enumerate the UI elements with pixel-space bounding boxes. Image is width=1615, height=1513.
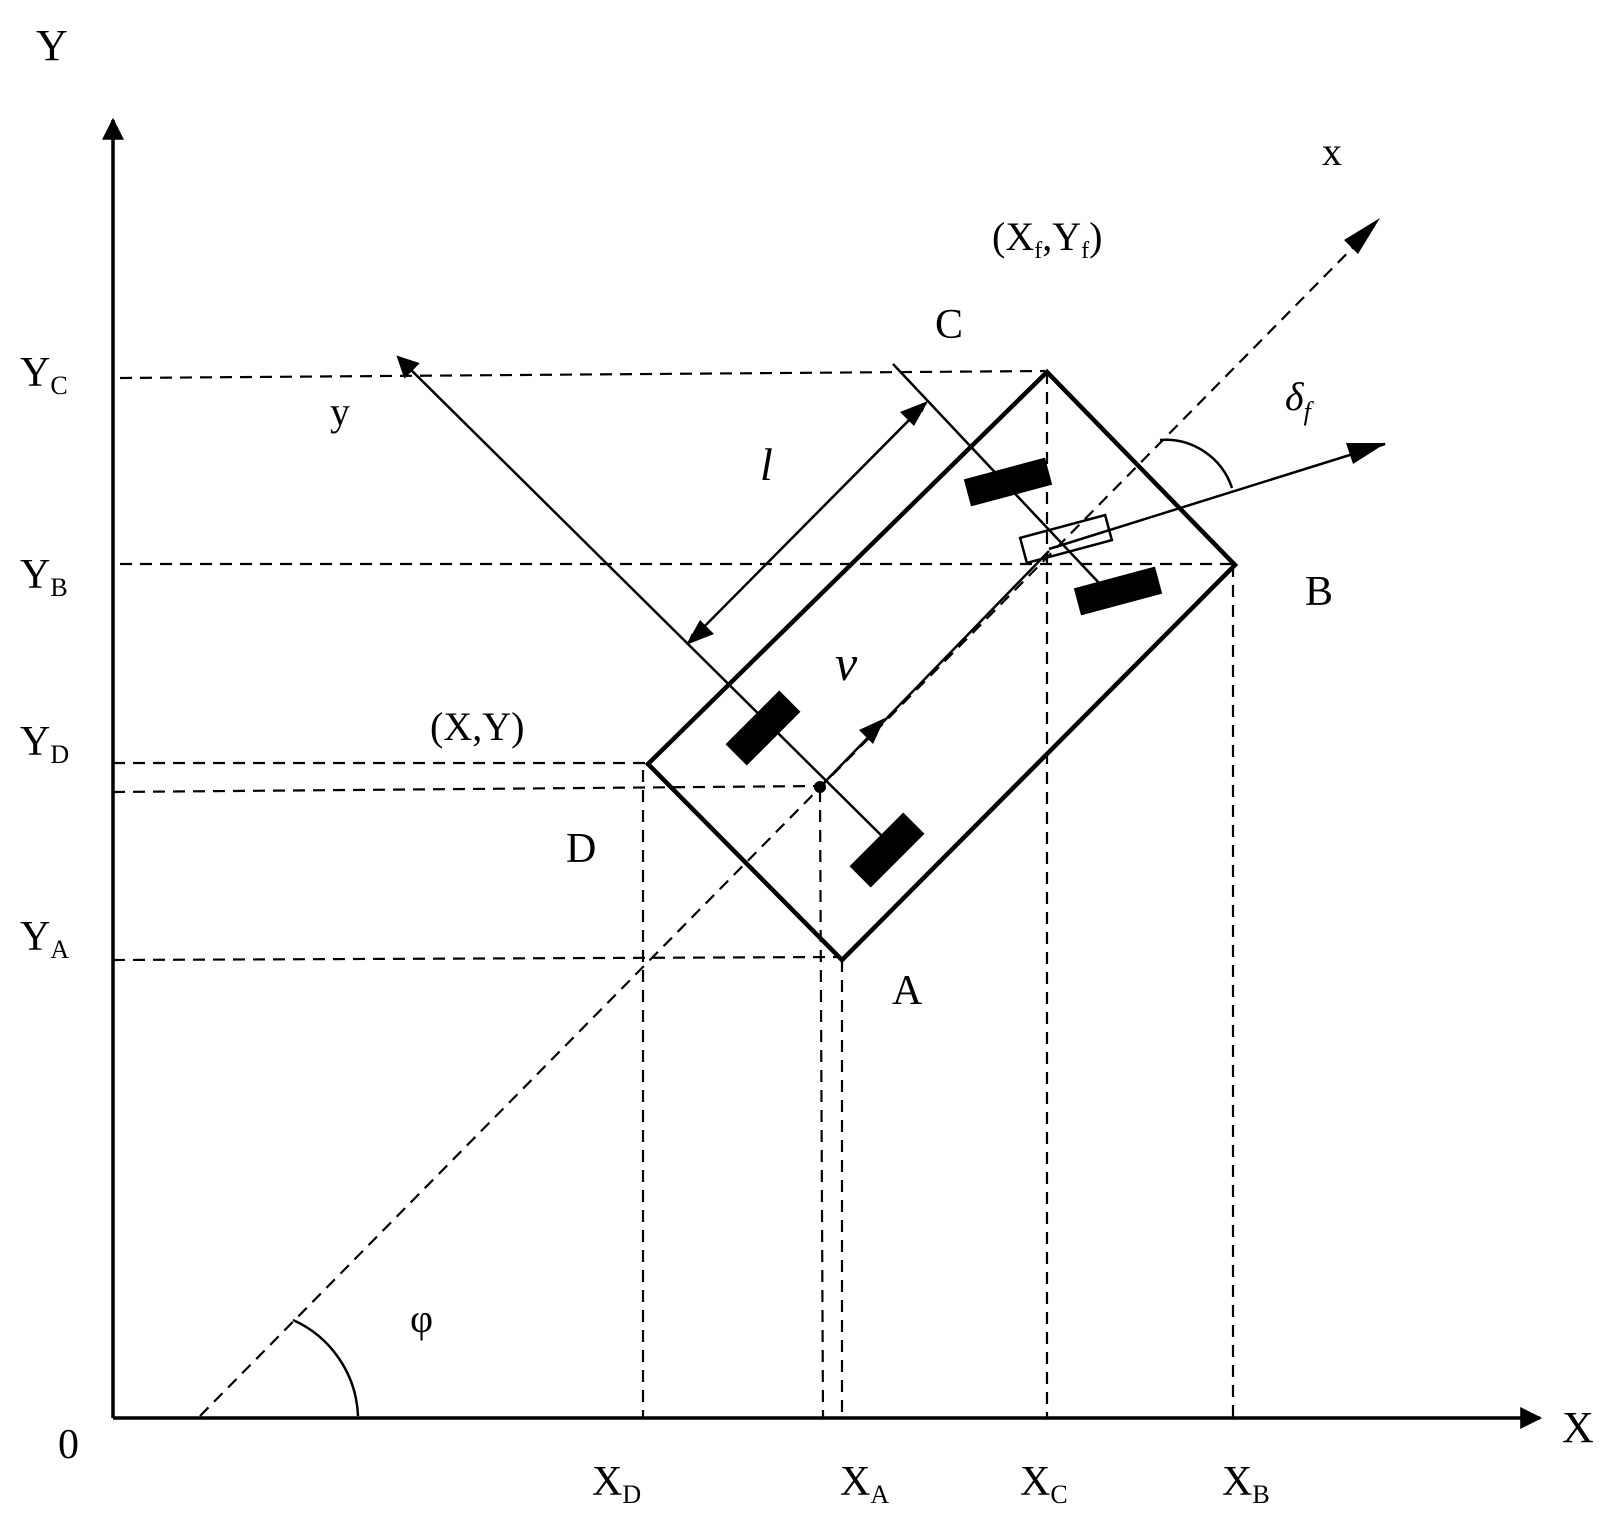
vehicle-x-axis-arrowhead xyxy=(1344,218,1380,254)
vehicle-x-label: x xyxy=(1322,129,1342,174)
rear-right-wheel xyxy=(849,812,925,888)
y-tick-yd: YD xyxy=(20,719,69,769)
rear-point-label: (X,Y) xyxy=(430,704,524,749)
velocity-centerline xyxy=(819,550,1050,788)
heading-angle-arc xyxy=(292,1318,360,1417)
y-tick-yc: YC xyxy=(20,350,68,400)
steering-angle-symbol: δf xyxy=(1285,374,1315,426)
steering-angle-arc xyxy=(1159,438,1234,489)
wheelbase-arrowhead-bottom xyxy=(686,620,714,645)
projection-yc xyxy=(119,369,1046,380)
corner-label-a: A xyxy=(892,968,923,1014)
steering-direction-arrowhead xyxy=(1346,443,1386,464)
x-tick-xa: XA xyxy=(840,1459,889,1509)
front-steer-wheel-outline xyxy=(1018,513,1114,565)
rear-left-wheel xyxy=(725,690,801,766)
front-right-wheel xyxy=(1073,566,1163,616)
wheelbase-symbol: l xyxy=(760,439,773,490)
front-axle-line xyxy=(1004,482,1116,601)
vehicle-y-axis-line xyxy=(396,355,889,843)
wheelbase-arrowhead-top xyxy=(900,401,928,426)
projection-xrear xyxy=(818,789,825,1419)
x-tick-xd: XD xyxy=(592,1459,641,1509)
wheelbase-dimension-arrow xyxy=(687,402,927,644)
steering-direction-line xyxy=(1048,442,1386,551)
origin-label: 0 xyxy=(58,1422,79,1468)
front-point-label: (Xf,Yf) xyxy=(992,214,1102,264)
velocity-symbol: v xyxy=(835,635,858,691)
x-tick-xb: XB xyxy=(1222,1459,1270,1509)
y-axis-label: Y xyxy=(36,21,68,70)
corner-label-b: B xyxy=(1305,569,1333,615)
corner-label-d: D xyxy=(566,826,596,872)
projection-yrear xyxy=(112,784,821,794)
y-tick-ya: YA xyxy=(20,914,69,964)
front-left-wheel xyxy=(963,457,1053,507)
heading-angle-symbol: φ xyxy=(410,1296,433,1341)
rear-point-dot xyxy=(814,781,826,793)
vehicle-body xyxy=(644,368,1239,964)
x-tick-xc: XC xyxy=(1020,1459,1068,1509)
projection-ya xyxy=(112,955,841,962)
x-axis-label: X xyxy=(1562,1403,1594,1452)
y-tick-yb: YB xyxy=(20,552,68,602)
wheelbase-extension-line xyxy=(892,363,1006,484)
corner-label-c: C xyxy=(935,302,963,348)
heading-dashed-line xyxy=(199,219,1381,1417)
vehicle-y-label: y xyxy=(330,389,350,434)
velocity-arrowhead xyxy=(859,718,885,744)
